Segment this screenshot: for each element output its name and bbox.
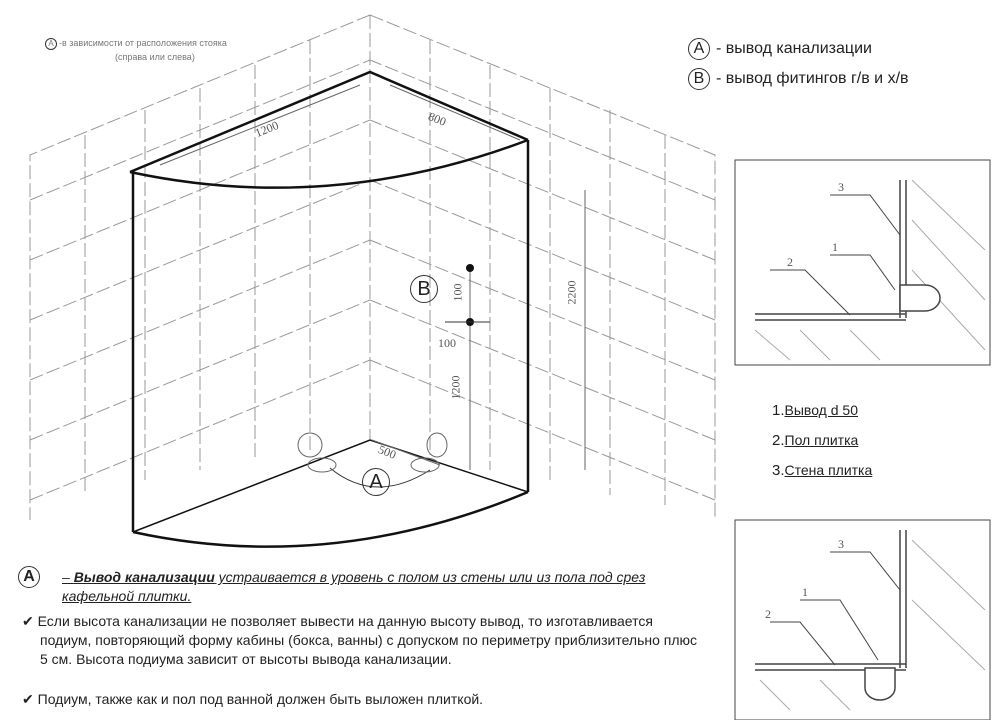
riser-note: A-в зависимости от расположения стояка	[45, 38, 227, 50]
marker-b: B	[410, 275, 444, 303]
detail2-label-3: 3	[838, 537, 844, 551]
part-1: 1.Вывод d 50	[772, 402, 858, 419]
riser-note-2: (справа или слева)	[115, 52, 195, 62]
detail-panel-wall-outlet	[734, 159, 991, 366]
detail1-label-1: 1	[832, 240, 838, 254]
dim-b-height: 1200	[448, 375, 463, 400]
description-title: – Вывод канализации устраивается в урове…	[62, 569, 646, 604]
bullet-1: ✔ Если высота канализации не позволяет в…	[22, 613, 698, 667]
bullet-2: ✔ Подиум, также как и пол под ванной дол…	[22, 691, 484, 707]
part-2: 2.Пол плитка	[772, 432, 859, 449]
description-marker: A	[18, 566, 46, 588]
dimension-lines	[159, 84, 586, 488]
detail-panel-floor-outlet	[734, 519, 991, 720]
detail1-label-3: 3	[838, 180, 844, 194]
part-3: 3.Стена плитка	[772, 462, 873, 479]
dim-b-upper: 100	[450, 283, 465, 302]
detail2-label-2: 2	[765, 607, 771, 621]
legend-a: A- вывод канализации	[688, 38, 872, 60]
detail1-label-2: 2	[787, 255, 793, 269]
marker-a: A	[362, 468, 396, 496]
tiled-walls	[29, 14, 716, 520]
cabin-outline	[129, 70, 530, 548]
detail2-label-1: 1	[802, 585, 808, 599]
dim-b-gap: 100	[438, 336, 456, 350]
dim-height: 2200	[564, 280, 579, 305]
legend-b: B- вывод фитингов г/в и х/в	[688, 68, 909, 90]
